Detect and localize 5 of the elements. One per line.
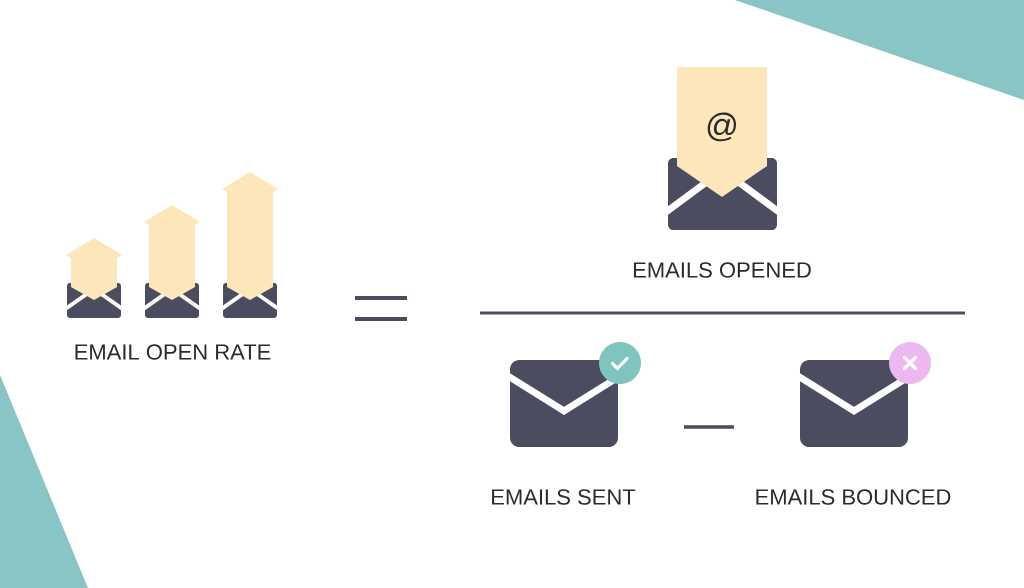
metric-label: EMAIL OPEN RATE [75, 344, 271, 360]
metric-label: EMAILS BOUNCED [756, 489, 951, 505]
metric-label: EMAILS SENT [492, 489, 636, 505]
at-sign: @ [707, 112, 737, 142]
metric-label: EMAILS OPENED [633, 262, 811, 278]
